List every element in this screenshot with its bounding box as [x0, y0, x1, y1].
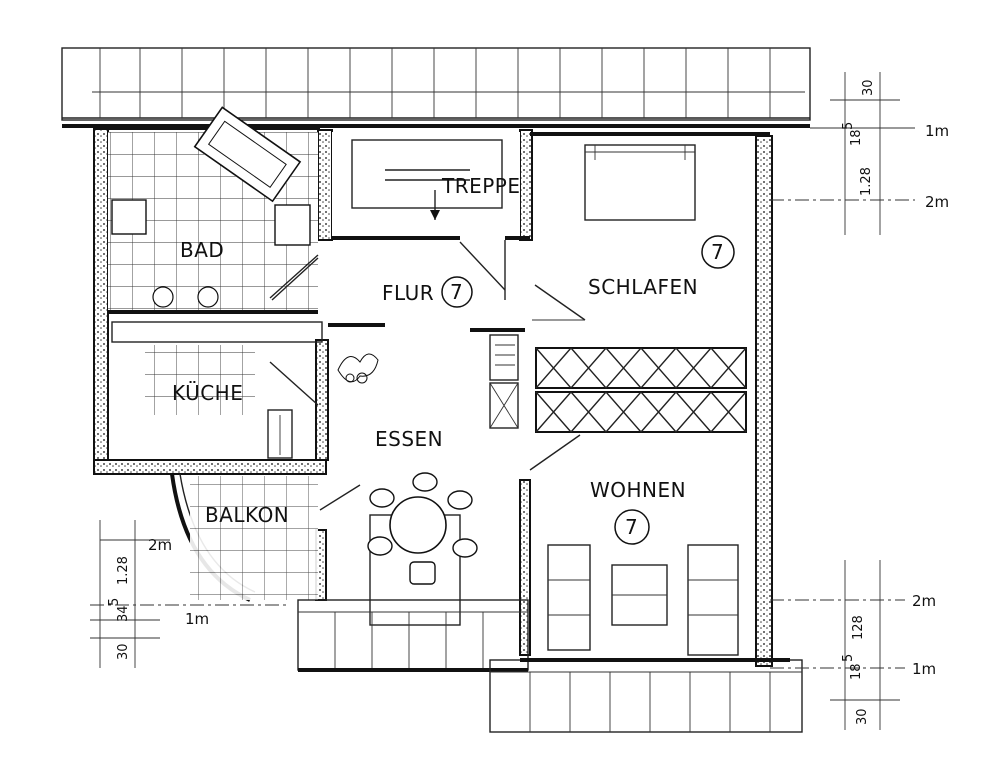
room-essen	[319, 434, 581, 626]
wohnen-count-circle	[614, 509, 650, 545]
plant-icon	[337, 353, 379, 384]
label-schlafen: SCHLAFEN	[588, 275, 698, 299]
dim-left-128: 1.28	[116, 556, 131, 585]
schlafen-count-circle	[701, 235, 735, 269]
dim-bottom-1m: 1m	[912, 660, 936, 678]
label-balkon: BALKON	[205, 503, 289, 527]
dim-top-1m: 1m	[925, 122, 949, 140]
room-wohnen	[547, 544, 739, 656]
dim-left-34: 34	[116, 605, 131, 622]
room-balkon	[170, 473, 318, 602]
wardrobe	[535, 347, 747, 433]
chair-icon	[367, 472, 478, 585]
dim-bottom-2m: 2m	[912, 592, 936, 610]
label-wohnen: WOHNEN	[590, 478, 686, 502]
dim-top-128: 1.28	[859, 167, 874, 196]
label-flur-count: 7	[450, 280, 463, 304]
room-flur	[269, 240, 525, 429]
dim-left-30: 30	[116, 643, 131, 660]
dim-bottom-5: 5	[841, 654, 856, 662]
label-flur: FLUR	[382, 281, 434, 305]
dim-top-5: 5	[841, 122, 856, 130]
dim-bottom-30: 30	[855, 708, 870, 725]
dim-top-18: 18	[849, 129, 864, 146]
label-schlafen-count: 7	[711, 240, 724, 264]
label-treppe: TREPPE	[441, 174, 521, 198]
dim-top-2m: 2m	[925, 193, 949, 211]
bottom-terrace-right	[489, 658, 803, 733]
room-treppe	[332, 132, 530, 240]
room-bad	[108, 106, 319, 314]
top-terrace	[61, 47, 811, 128]
flur-count-circle	[441, 276, 473, 308]
dim-left-2m: 2m	[148, 536, 172, 554]
dim-top-30: 30	[861, 79, 876, 96]
dim-left-1m: 1m	[185, 610, 209, 628]
dimension-lines	[90, 72, 915, 730]
dim-bottom-18: 18	[849, 663, 864, 680]
label-kueche: KÜCHE	[172, 381, 243, 405]
dim-bottom-128: 128	[851, 615, 866, 640]
label-wohnen-count: 7	[625, 515, 638, 539]
room-schlafen	[532, 144, 696, 321]
outer-walls	[93, 126, 773, 667]
room-kueche	[111, 321, 323, 459]
label-essen: ESSEN	[375, 427, 443, 451]
label-bad: BAD	[180, 238, 224, 262]
dim-left-5: 5	[107, 598, 122, 606]
